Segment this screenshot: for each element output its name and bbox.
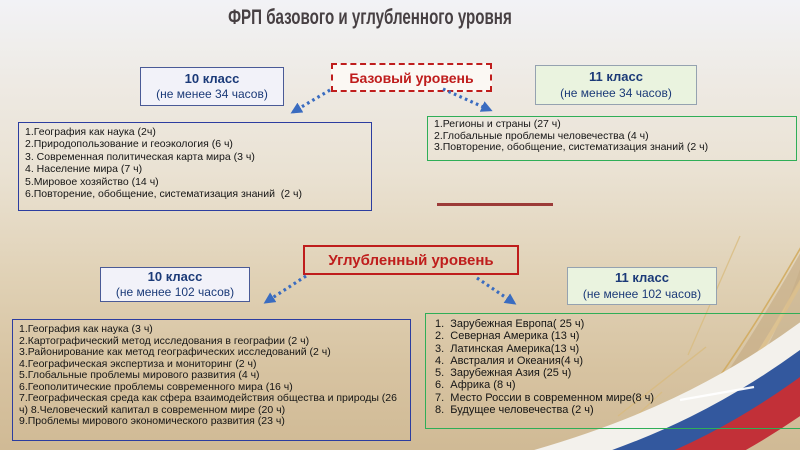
page-title: ФРП базового и углубленного уровня (0, 6, 740, 30)
grade-hours: (не менее 34 часов) (156, 87, 268, 102)
grade-hours: (не менее 102 часов) (582, 286, 702, 301)
topic-line: 1.Регионы и страны (27 ч) (434, 119, 561, 130)
topic-line: 2.Картографический метод исследования в … (19, 335, 310, 347)
topic-line: 6.Геополитические проблемы современного … (19, 381, 293, 393)
topic-line: 1. Зарубежная Европа( 25 ч) (435, 318, 585, 330)
topic-line: 1.География как наука (3 ч) (19, 324, 153, 335)
topic-line: 4.Географическая экспертиза и мониторинг… (19, 358, 257, 370)
topic-line: 3. Современная политическая карта мира (… (25, 150, 255, 163)
topic-line: 5.Глобальные проблемы мирового развития … (19, 370, 260, 381)
topic-line: 2. Северная Америка (13 ч) (435, 330, 580, 343)
grade-title: 11 класс (589, 69, 643, 85)
topic-line: 9.Проблемы мирового экономического разви… (19, 416, 285, 427)
advanced-grade10-topic-list: 1.География как наука (3 ч)2.Картографич… (12, 319, 411, 441)
advanced-grade10-header-box: 10 класс (не менее 102 часов) (100, 267, 250, 302)
topic-line: 8. Будущее человечества (2 ч) (435, 404, 594, 417)
advanced-level-label-box: Углубленный уровень (303, 245, 519, 275)
red-underline (437, 203, 553, 206)
topic-line: 5.Мировое хозяйство (14 ч) (25, 175, 159, 188)
topic-line: 2.Природопользование и геоэкология (6 ч) (25, 138, 233, 151)
topic-line: 7. Место России в современном мире(8 ч) (435, 391, 655, 404)
topic-line: 1.География как наука (2ч) (25, 126, 156, 138)
basic-level-label: Базовый уровень (349, 69, 474, 86)
page-title-text: ФРП базового и углубленного уровня (228, 6, 512, 29)
basic-grade11-topic-list: 1.Регионы и страны (27 ч)2.Глобальные пр… (427, 116, 797, 161)
grade-hours: (не менее 102 часов) (115, 285, 235, 300)
topic-line: 4. Австралия и Океания(4 ч) (435, 354, 584, 367)
grade-hours: (не менее 34 часов) (560, 85, 672, 100)
advanced-grade11-topic-list: 1. Зарубежная Европа( 25 ч)2. Северная А… (425, 313, 800, 429)
topic-line: ч) 8.Человеческий капитал в современном … (19, 404, 286, 416)
topic-line: 5. Зарубежная Азия (25 ч) (435, 367, 572, 380)
topic-line: 3.Повторение, обобщение, систематизация … (434, 142, 709, 154)
topic-line: 3.Районирование как метод географических… (19, 347, 331, 358)
basic-grade10-header-box: 10 класс (не менее 34 часов) (140, 67, 284, 106)
advanced-level-label: Углубленный уровень (328, 251, 494, 269)
grade-title: 11 класс (615, 270, 669, 286)
basic-grade11-header-box: 11 класс (не менее 34 часов) (535, 65, 697, 105)
basic-grade10-topic-list: 1.География как наука (2ч)2.Природопольз… (18, 122, 372, 211)
topic-line: 2.Глобальные проблемы человечества (4 ч) (434, 130, 649, 142)
basic-level-label-box: Базовый уровень (331, 63, 492, 92)
grade-title: 10 класс (147, 268, 203, 284)
topic-line: 6.Повторение, обобщение, систематизация … (25, 188, 303, 201)
topic-line: 3. Латинская Америка(13 ч) (435, 342, 580, 355)
advanced-grade11-header-box: 11 класс (не менее 102 часов) (567, 267, 717, 305)
grade-title: 10 класс (184, 70, 240, 86)
topic-line: 7.Географическая среда как сфера взаимод… (19, 393, 397, 404)
topic-line: 4. Население мира (7 ч) (25, 163, 143, 176)
topic-line: 6. Африка (8 ч) (435, 379, 516, 392)
